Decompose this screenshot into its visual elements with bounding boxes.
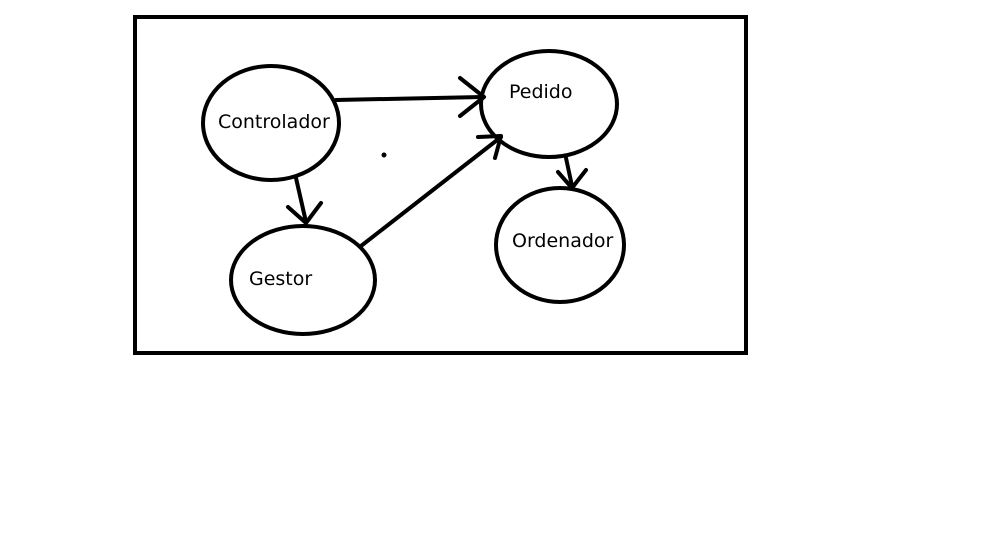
edge-gestor-pedido [359,134,503,248]
edge-controlador-pedido [334,76,486,118]
stray-dot [381,152,387,158]
node-label-gestor: Gestor [249,268,312,290]
diagram-frame [133,15,748,355]
node-gestor: Gestor [229,224,377,336]
node-ordenador: Ordenador [494,186,626,304]
edge-pedido-ordenador [556,156,588,190]
node-label-controlador: Controlador [218,111,330,133]
node-controlador: Controlador [201,64,341,182]
node-pedido: Pedido [479,49,619,159]
node-label-pedido: Pedido [509,81,573,103]
edge-controlador-gestor [286,176,323,225]
node-label-ordenador: Ordenador [512,230,614,252]
